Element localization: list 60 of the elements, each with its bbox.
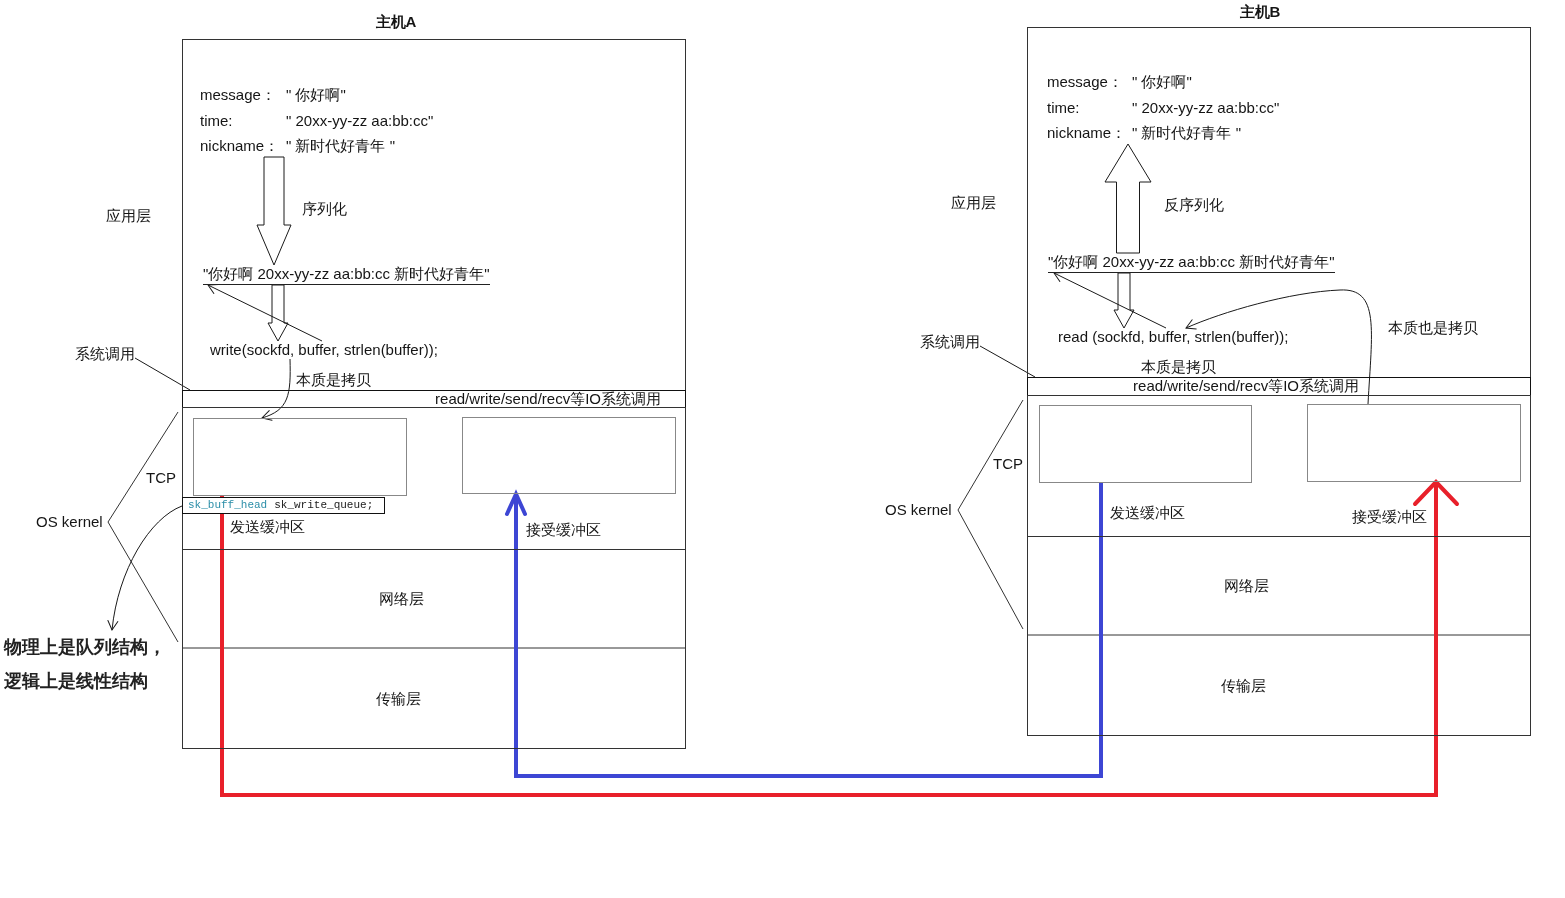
field-value: " 新时代好青年 " xyxy=(286,136,395,156)
layer-label: 网络层 xyxy=(378,590,424,608)
layer-label: 传输层 xyxy=(375,690,421,708)
underlined-text: "你好啊 20xx-yy-zz aa:bb:cc 新时代好青年" xyxy=(203,265,490,285)
hollow-arrow xyxy=(256,156,292,266)
buffer-label: 发送缓冲区 xyxy=(230,518,305,536)
layer-band xyxy=(1027,395,1531,537)
arrow xyxy=(505,483,1103,778)
arrow xyxy=(1053,272,1167,329)
function-call: read (sockfd, buffer, strlen(buffer)); xyxy=(1058,328,1289,346)
note-label: 本质是拷贝 xyxy=(1141,358,1216,376)
edge-label: 本质是拷贝 xyxy=(296,371,371,389)
leader-line xyxy=(134,357,191,391)
side-label: 系统调用 xyxy=(920,333,980,351)
buffer-label: 接受缓冲区 xyxy=(1352,508,1427,526)
arrow xyxy=(107,505,183,631)
note-text: 物理上是队列结构，逻辑上是线性结构 xyxy=(4,630,170,698)
arrow xyxy=(1185,289,1372,405)
hollow-arrow xyxy=(1113,272,1135,329)
leader-line xyxy=(979,345,1036,378)
layer-label: 网络层 xyxy=(1223,577,1269,595)
arrow xyxy=(220,480,1459,797)
buffer-label: 接受缓冲区 xyxy=(526,521,601,539)
edge-label: 反序列化 xyxy=(1164,196,1224,214)
side-label: 系统调用 xyxy=(75,345,135,363)
host-title: 主机A xyxy=(375,13,417,31)
field-name: message： xyxy=(200,85,276,105)
field-name: nickname： xyxy=(1047,123,1127,143)
arrow xyxy=(261,358,291,421)
protocol-label: TCP xyxy=(993,455,1023,473)
variable-name: sk_write_queue; xyxy=(274,499,374,511)
host-title: 主机B xyxy=(1239,3,1281,21)
field-name: message： xyxy=(1047,72,1123,92)
kernel-label: OS kernel xyxy=(36,513,103,531)
field-name: time: xyxy=(1047,97,1080,118)
type-name: sk_buff_head xyxy=(188,499,268,511)
kernel-label: OS kernel xyxy=(885,501,952,519)
field-value: " 你好啊" xyxy=(1132,72,1192,92)
layer-label: 应用层 xyxy=(106,207,151,225)
protocol-label: TCP xyxy=(146,469,176,487)
field-value: " 你好啊" xyxy=(286,85,346,105)
layer-label: 传输层 xyxy=(1220,677,1266,695)
field-name: time: xyxy=(200,110,233,131)
function-call: write(sockfd, buffer, strlen(buffer)); xyxy=(210,341,438,359)
call-band: read/write/send/recv等IO系统调用 xyxy=(1027,377,1531,396)
field-value: " 新时代好青年 " xyxy=(1132,123,1241,143)
buffer-label: 发送缓冲区 xyxy=(1110,504,1185,522)
field-value: " 20xx-yy-zz aa:bb:cc" xyxy=(1132,97,1280,118)
edge-label: 序列化 xyxy=(302,200,347,218)
call-band: read/write/send/recv等IO系统调用 xyxy=(182,390,686,408)
underlined-text: "你好啊 20xx-yy-zz aa:bb:cc 新时代好青年" xyxy=(1048,253,1335,273)
hollow-arrow xyxy=(267,284,289,342)
field-name: nickname： xyxy=(200,136,280,156)
code-box xyxy=(182,497,385,514)
field-value: " 20xx-yy-zz aa:bb:cc" xyxy=(286,110,434,131)
hollow-arrow xyxy=(1104,143,1152,254)
layer-band xyxy=(182,407,686,550)
edge-label: 本质也是拷贝 xyxy=(1388,319,1478,337)
arrow xyxy=(207,284,323,342)
layer-label: 应用层 xyxy=(951,194,996,212)
